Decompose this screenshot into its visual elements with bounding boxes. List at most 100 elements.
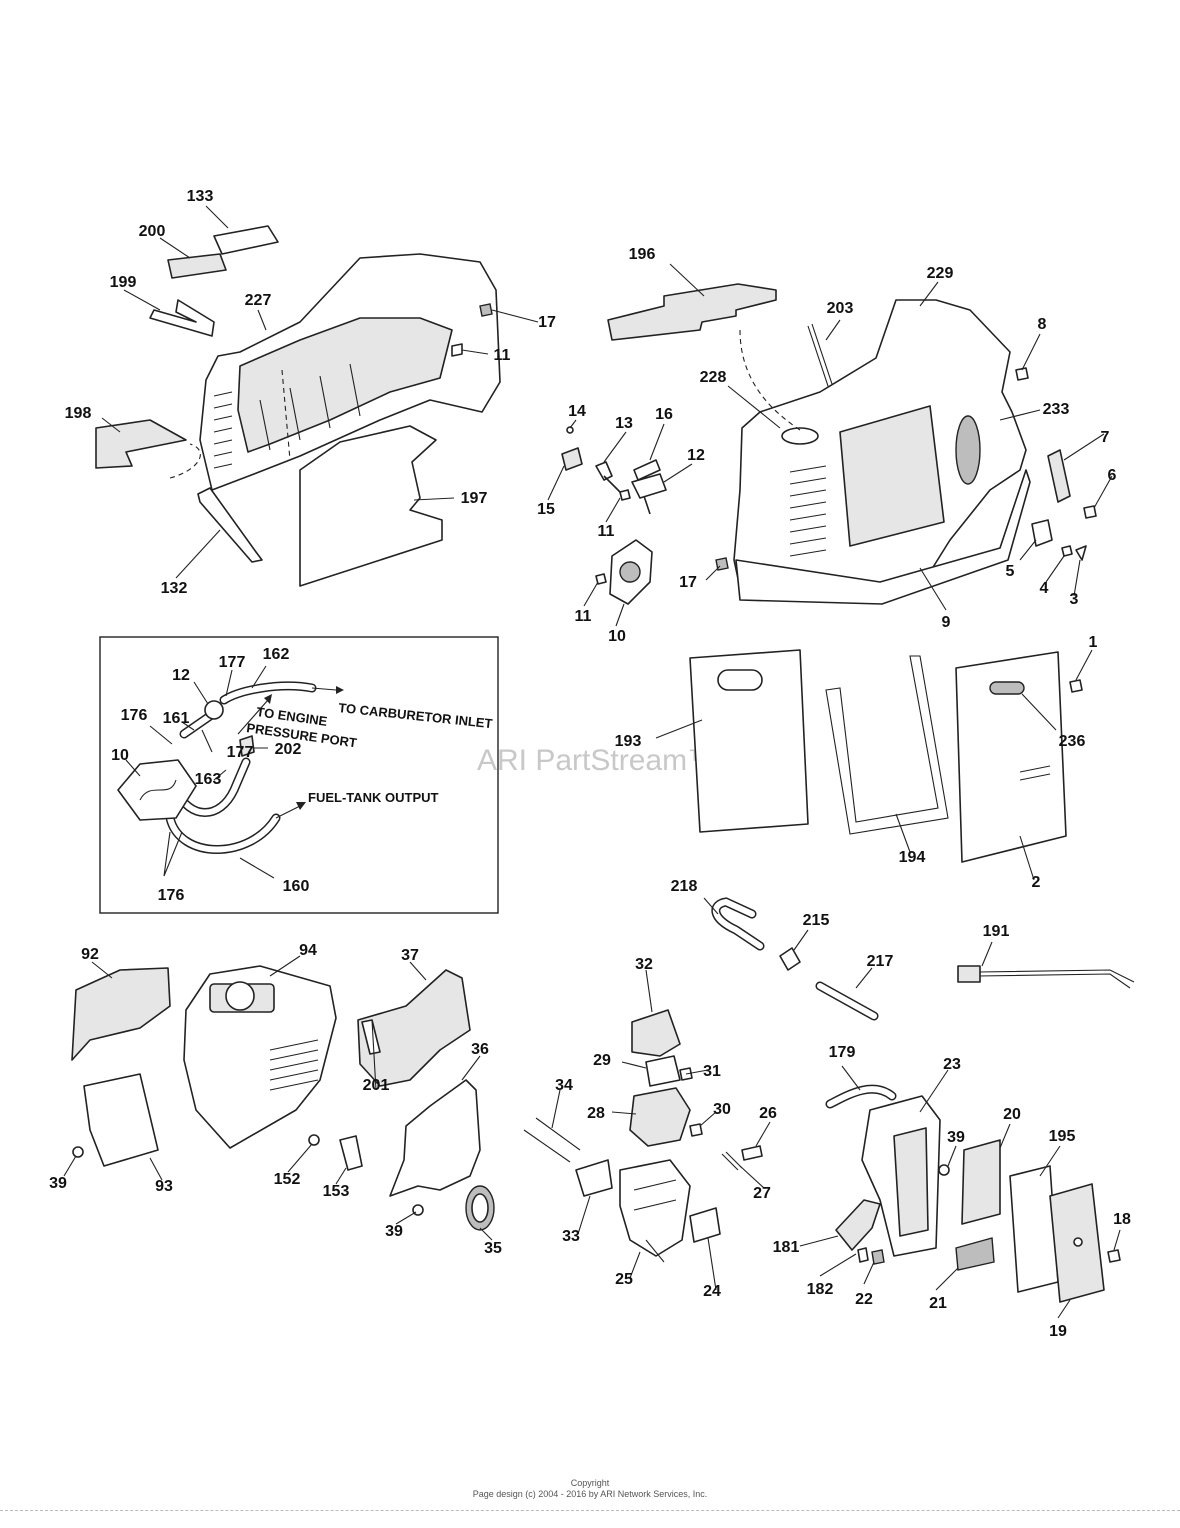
callout-16: 16: [655, 406, 673, 423]
part-23-inner: [893, 1127, 929, 1237]
carburetor-group: [523, 969, 771, 1291]
callout-2: 2: [1032, 874, 1041, 891]
part-32-cover: [631, 1009, 681, 1057]
part-22-nut: [871, 1249, 885, 1265]
callout-132: 132: [161, 580, 188, 597]
callout-39: 39: [385, 1223, 403, 1240]
arrow-engine: [237, 699, 269, 735]
arrow-fuel-tank-head: [296, 802, 306, 810]
callout-197: 197: [461, 490, 488, 507]
leader-lines-fuel-valve: [547, 419, 693, 627]
part-191-wire: [977, 969, 1135, 989]
part-36-cover: [389, 1079, 481, 1197]
callout-229: 229: [927, 265, 954, 282]
bottom-rule: [0, 1510, 1180, 1511]
right-housing-handle-slot: [955, 415, 981, 485]
copyright-line: Copyright: [570, 1478, 610, 1488]
part-35-seal-inner: [471, 1193, 489, 1223]
part-2-door: [955, 651, 1067, 863]
callout-8: 8: [1038, 316, 1047, 333]
callout-198: 198: [65, 405, 92, 422]
callout-4: 4: [1040, 580, 1049, 597]
air-filter-group: [799, 1065, 1121, 1319]
inset-pulse-pump-mark: [139, 779, 177, 801]
arrow-carb-head: [336, 686, 344, 694]
part-39-screw-a: [72, 1146, 84, 1158]
part-16-bracket: [633, 459, 661, 481]
callout-18: 18: [1113, 1211, 1131, 1228]
callout-217: 217: [867, 953, 894, 970]
right-housing-group: [607, 263, 1113, 611]
part-182-pin: [857, 1247, 869, 1263]
part-11-screw-b: [619, 489, 631, 501]
callout-10: 10: [111, 747, 129, 764]
leader-lines-carburetor: [551, 969, 771, 1291]
part-215-fitting: [779, 947, 801, 971]
callout-23: 23: [943, 1056, 961, 1073]
callout-176: 176: [121, 707, 148, 724]
part-94-fins: [269, 1039, 319, 1091]
part-191-connector: [957, 965, 981, 983]
leader-lines-door: [655, 649, 1093, 881]
callout-37: 37: [401, 947, 419, 964]
part-3-pin: [1075, 545, 1087, 561]
part-25-carburetor: [619, 1159, 691, 1257]
leader-lines-engine: [63, 955, 493, 1241]
part-11-screw-a: [451, 343, 463, 357]
engine-group: [63, 955, 495, 1241]
callout-30: 30: [713, 1101, 731, 1118]
callout-11: 11: [575, 608, 592, 625]
note-fuel-tank-output: FUEL-TANK OUTPUT: [308, 790, 439, 805]
part-199-seal: [149, 299, 215, 337]
part-6-screw: [1083, 505, 1097, 519]
part-28-base: [629, 1087, 691, 1147]
part-30-screw: [689, 1123, 703, 1137]
part-24-gasket: [689, 1207, 721, 1243]
callout-10: 10: [608, 628, 626, 645]
callout-11: 11: [494, 347, 511, 364]
callout-29: 29: [593, 1052, 611, 1069]
callout-17: 17: [538, 314, 556, 331]
callout-195: 195: [1049, 1128, 1076, 1145]
part-14-screw: [566, 426, 574, 434]
part-37-shroud: [357, 969, 471, 1087]
part-7-bracket: [1047, 449, 1071, 503]
part-133-cover: [213, 225, 279, 255]
left-housing-slats: [213, 363, 361, 469]
callout-21: 21: [929, 1295, 947, 1312]
right-housing-vents: [789, 465, 827, 557]
callout-236: 236: [1059, 733, 1086, 750]
left-housing-inner: [237, 317, 453, 453]
callout-33: 33: [562, 1228, 580, 1245]
callout-160: 160: [283, 878, 310, 895]
callout-24: 24: [703, 1283, 721, 1300]
part-10-center: [619, 561, 641, 583]
callout-11: 11: [598, 523, 615, 540]
arrow-carb: [311, 687, 337, 691]
leader-lines-inset: [125, 665, 275, 879]
callout-133: 133: [187, 188, 214, 205]
callout-202: 202: [275, 741, 302, 758]
part-34-stud-a: [535, 1117, 581, 1151]
part-13-lever: [595, 461, 623, 495]
hose-parts-group: [703, 897, 1135, 1021]
callout-36: 36: [471, 1041, 489, 1058]
callout-200: 200: [139, 223, 166, 240]
dashed-guide-198: [169, 443, 201, 479]
part-152-washer: [308, 1134, 320, 1146]
part-93-baffle: [83, 1073, 159, 1167]
part-17-clip-a: [479, 303, 493, 317]
callout-19: 19: [1049, 1323, 1067, 1340]
part-4-washer: [1061, 545, 1073, 557]
part-196-pad: [607, 283, 777, 341]
callout-193: 193: [615, 733, 642, 750]
callout-32: 32: [635, 956, 653, 973]
callout-196: 196: [629, 246, 656, 263]
dashed-guide-227: [281, 369, 291, 461]
callout-203: 203: [827, 300, 854, 317]
callout-28: 28: [587, 1105, 605, 1122]
callout-218: 218: [671, 878, 698, 895]
part-2-vent: [1019, 765, 1051, 781]
callout-177: 177: [219, 654, 246, 671]
part-26-screw: [741, 1145, 763, 1161]
